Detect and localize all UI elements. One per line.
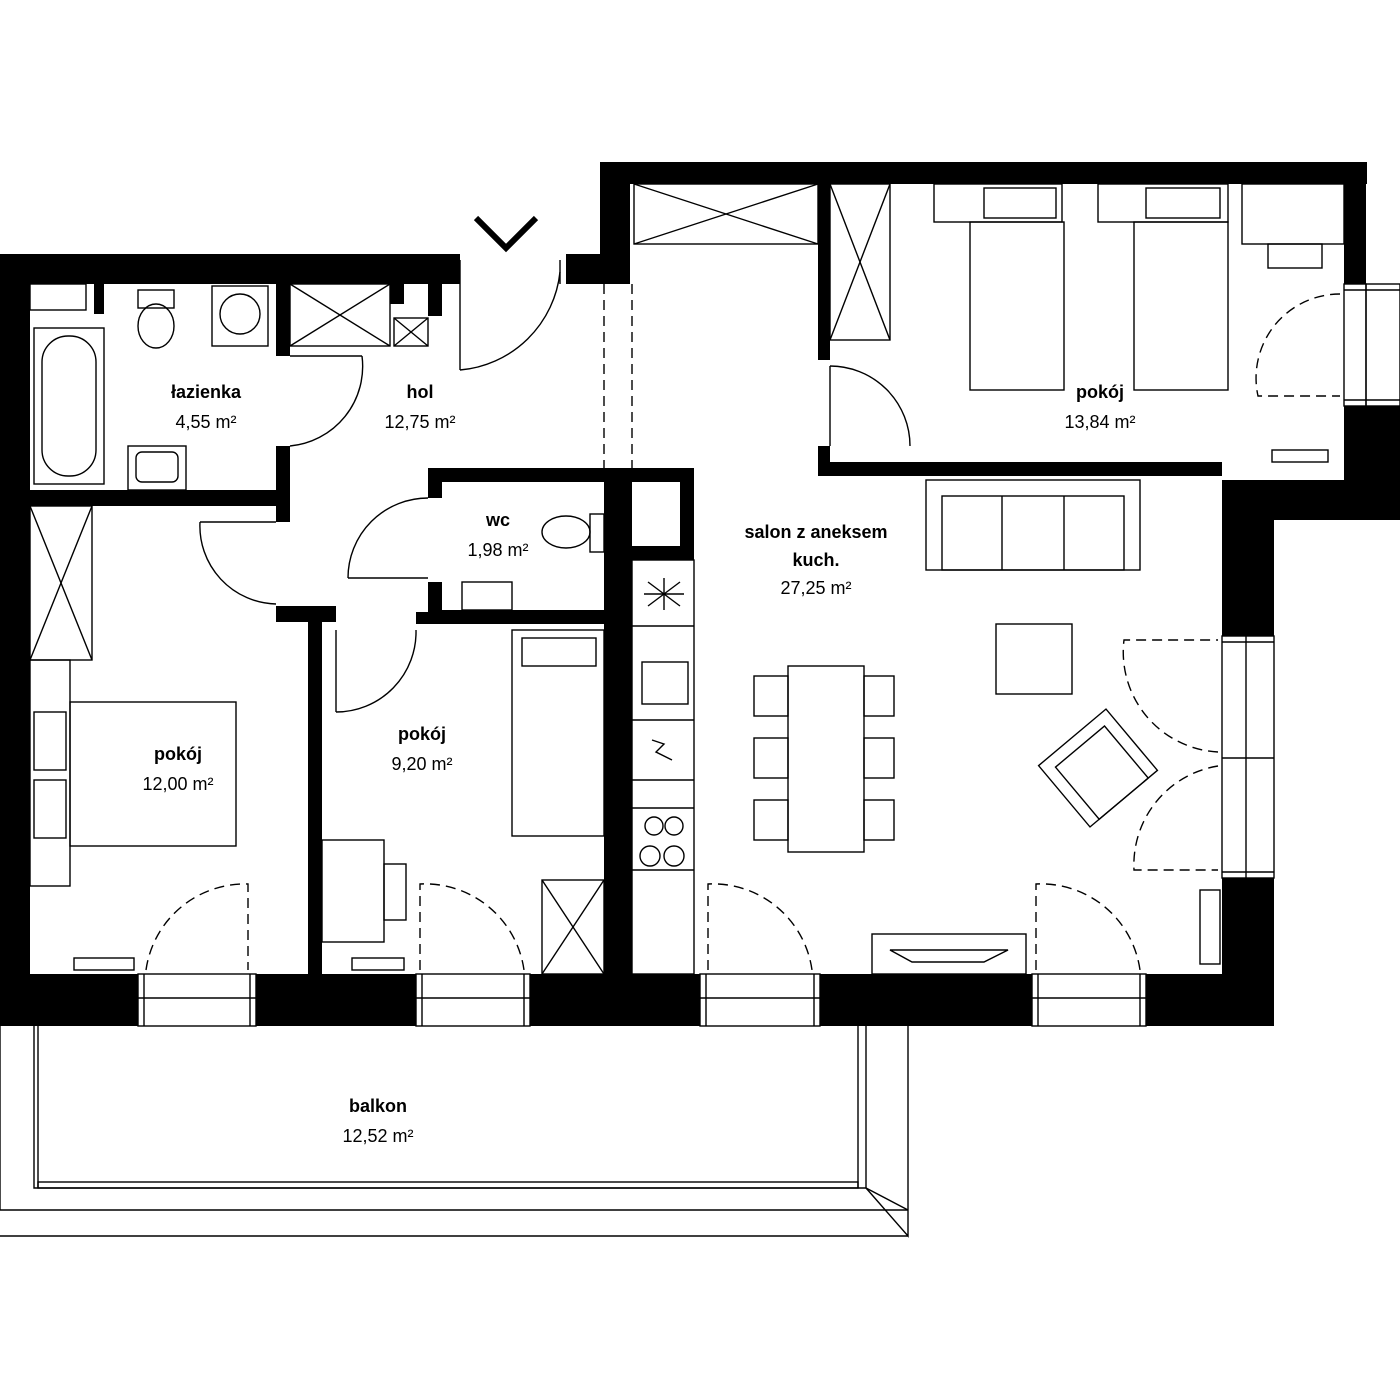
pokoj-ne-area: 13,84 m² — [1064, 412, 1135, 432]
lazienka-area: 4,55 m² — [175, 412, 236, 432]
doors — [145, 260, 1341, 971]
pokoj-w-area: 12,00 m² — [142, 774, 213, 794]
salon-name-line1: salon z aneksem — [744, 522, 887, 542]
balkon-name: balkon — [349, 1096, 407, 1116]
salon-area: 27,25 m² — [780, 578, 851, 598]
wc-name: wc — [485, 510, 510, 530]
furniture — [29, 183, 1345, 975]
pokoj-mid-area: 9,20 m² — [391, 754, 452, 774]
hol-name: hol — [407, 382, 434, 402]
pokoj-ne-name: pokój — [1076, 382, 1124, 402]
walls — [0, 162, 1400, 1026]
hol-area: 12,75 m² — [384, 412, 455, 432]
wc-area: 1,98 m² — [467, 540, 528, 560]
balkon-area: 12,52 m² — [342, 1126, 413, 1146]
pokoj-mid-name: pokój — [398, 724, 446, 744]
balcony — [0, 1026, 909, 1238]
entrance-chevron-icon — [473, 215, 539, 253]
pokoj-w-name: pokój — [154, 744, 202, 764]
room-labels: łazienka 4,55 m² hol 12,75 m² wc 1,98 m²… — [142, 382, 1135, 1146]
windows — [137, 283, 1400, 1027]
salon-name-line2: kuch. — [792, 550, 839, 570]
lazienka-name: łazienka — [171, 382, 242, 402]
